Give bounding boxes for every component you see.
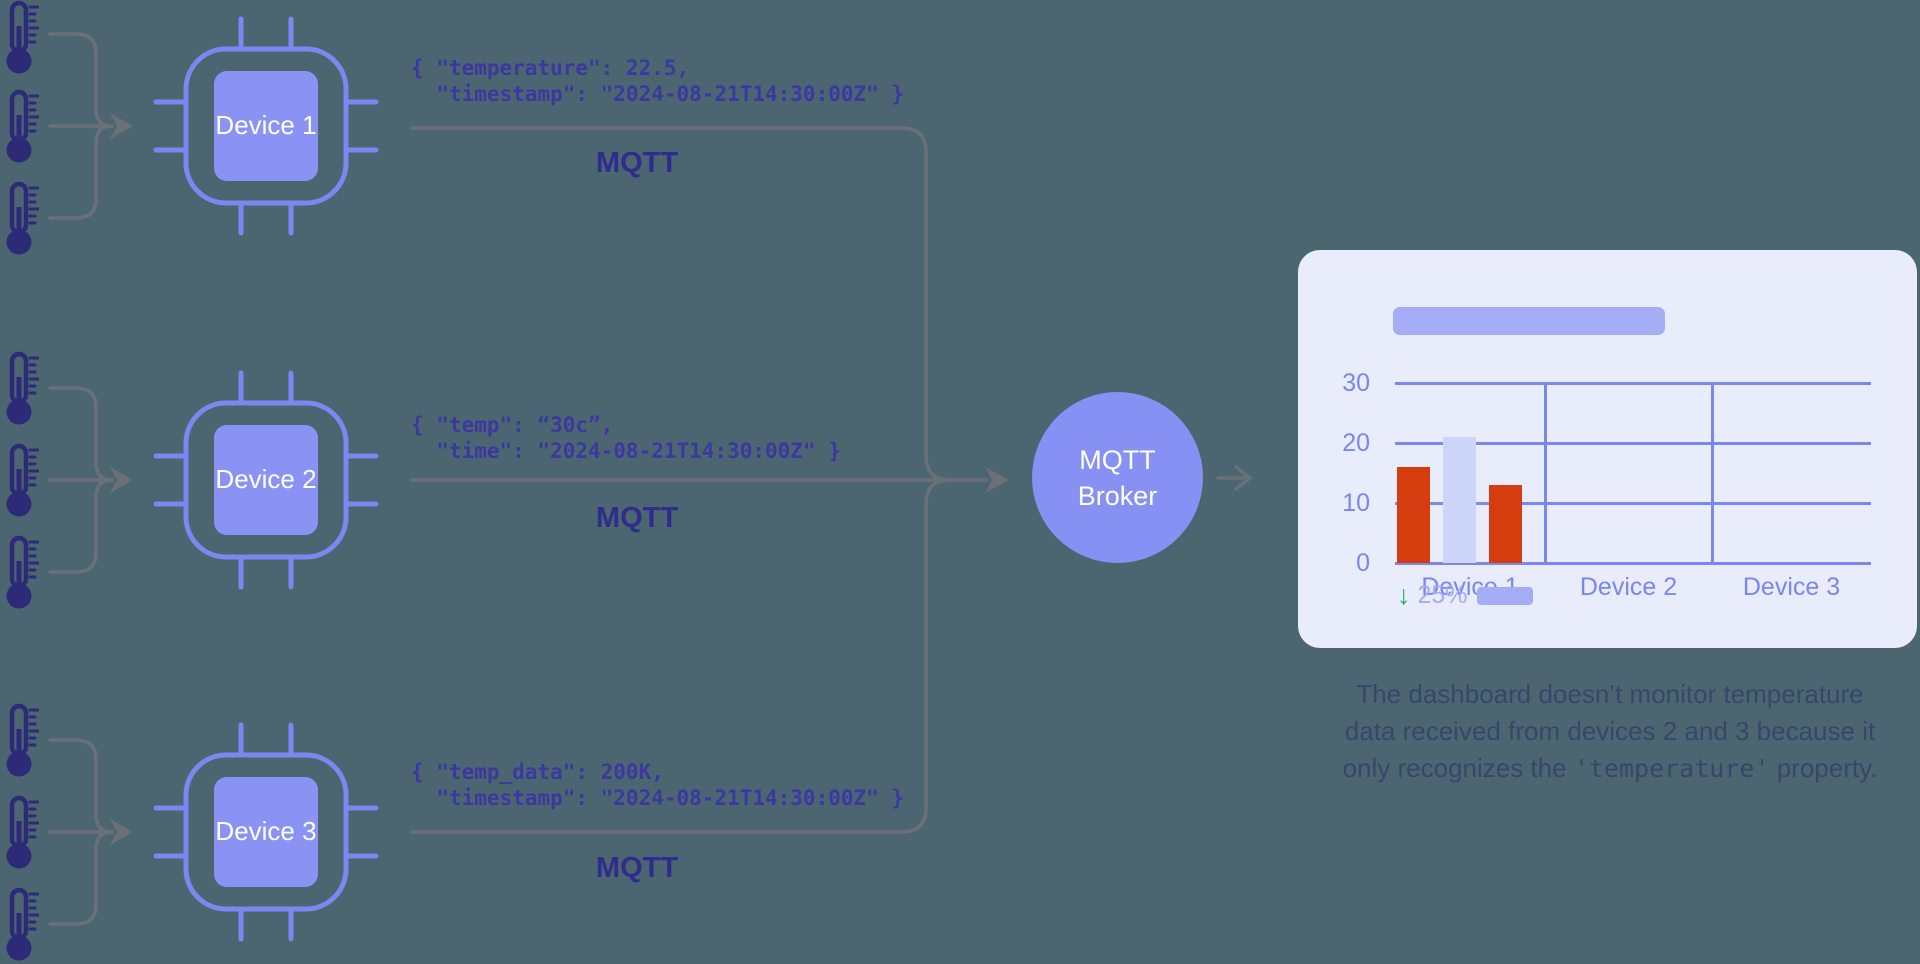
grid-line-h (1395, 442, 1871, 445)
caption-line-1: The dashboard doesn’t monitor temperatur… (1356, 679, 1864, 709)
y-axis-label: 10 (1342, 489, 1370, 517)
broker-input-arrow-icon (985, 467, 1009, 493)
sensor-to-device-connector-2 (48, 386, 114, 574)
grid-line-h (1395, 502, 1871, 505)
y-axis-label: 20 (1342, 429, 1370, 457)
broker-to-dashboard-arrow (1216, 465, 1253, 491)
dashboard-caption: The dashboard doesn’t monitor temperatur… (1270, 676, 1920, 787)
sensor-to-device-connector-3 (48, 738, 114, 926)
trend-placeholder (1476, 586, 1533, 605)
merge-arrow-icon (110, 819, 133, 845)
chip-icon (150, 367, 382, 593)
device-payload-json: { "temp": “30c”, "time": "2024-08-21T14:… (411, 413, 841, 463)
chip-icon (150, 719, 382, 945)
temperature-bar (1397, 467, 1430, 563)
y-axis-label: 30 (1342, 369, 1370, 397)
thermometer-icon (5, 443, 40, 519)
mqtt-protocol-label: MQTT (595, 852, 679, 884)
mqtt-protocol-label: MQTT (595, 147, 679, 179)
device-chip-2: Device 2 (150, 367, 382, 593)
mqtt-broker-node: MQTT Broker (1032, 392, 1203, 563)
grid-line-v (1544, 383, 1547, 565)
thermometer-icon (5, 0, 40, 76)
device-payload-json: { "temperature": 22.5, "timestamp": "202… (411, 56, 905, 106)
thermometer-icon (5, 535, 40, 611)
trend-down-icon: ↓ (1397, 580, 1411, 610)
trend-indicator: ↓ 25% (1397, 581, 1533, 610)
mqtt-broker-label: MQTT Broker (1077, 444, 1158, 511)
sensor-to-device-connector-1 (48, 32, 114, 220)
device-chip-label: Device 1 (215, 110, 317, 141)
grid-line-h (1395, 382, 1871, 385)
thermometer-icon (5, 351, 40, 427)
device-chip-label: Device 2 (215, 464, 317, 495)
mqtt-route-lines (410, 126, 988, 834)
thermometer-icon (5, 703, 40, 779)
grid-line-h (1395, 562, 1871, 565)
temperature-bar (1489, 485, 1522, 563)
y-axis-label: 0 (1356, 549, 1370, 577)
thermometer-icon (5, 89, 40, 165)
caption-code-temperature: 'temperature' (1573, 754, 1770, 783)
caption-line-2: data received from devices 2 and 3 becau… (1344, 716, 1876, 746)
thermometer-icon (5, 181, 40, 257)
x-axis-label: Device 2 (1579, 573, 1678, 601)
chart-title-placeholder (1393, 307, 1665, 335)
device-chip-1: Device 1 (150, 13, 382, 239)
device-payload-json: { "temp_data": 200K, "timestamp": "2024-… (411, 760, 905, 810)
device-chip-3: Device 3 (150, 719, 382, 945)
thermometer-icon (5, 887, 40, 963)
x-axis-label: Device 3 (1742, 573, 1841, 601)
device-chip-label: Device 3 (215, 816, 317, 847)
trend-value: 25% (1417, 581, 1468, 609)
thermometer-icon (5, 795, 40, 871)
mqtt-protocol-label: MQTT (595, 502, 679, 534)
grid-line-v (1711, 383, 1714, 565)
caption-line-3: only recognizes the 'temperature' proper… (1342, 753, 1878, 783)
temperature-bar (1443, 437, 1476, 563)
merge-arrow-icon (110, 113, 133, 139)
merge-arrow-icon (110, 467, 133, 493)
chip-icon (150, 13, 382, 239)
